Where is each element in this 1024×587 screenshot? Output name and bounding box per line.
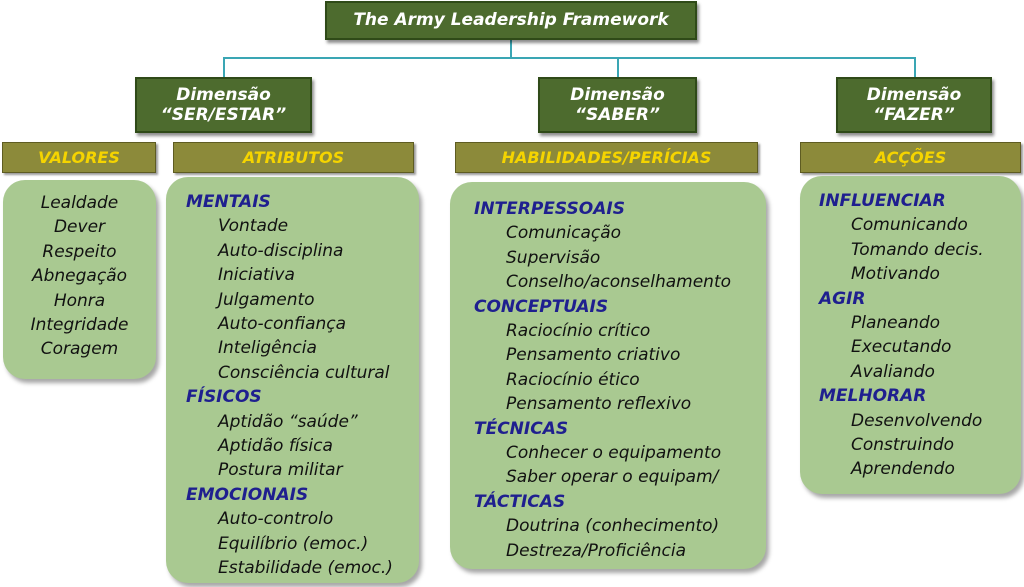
category-heading: EMOCIONAIS: [186, 484, 309, 505]
valor-item: Coragem: [40, 339, 119, 360]
category-item: Destreza/Proficiência: [506, 540, 687, 561]
category-heading: TÁCTICAS: [474, 491, 566, 512]
dimension-label: Dimensão: [866, 84, 962, 105]
category-item: Avaliando: [851, 361, 935, 382]
category-item: Equilíbrio (emoc.): [218, 533, 369, 554]
dimension-label: Dimensão: [176, 84, 271, 105]
category-item: Raciocínio ético: [506, 369, 640, 390]
category-item: Pensamento reflexivo: [506, 394, 692, 415]
category-item: Raciocínio crítico: [506, 321, 651, 342]
dimension-name: “FAZER”: [873, 105, 955, 125]
connector-fazer: [914, 57, 916, 77]
category-item: Comunicando: [851, 215, 968, 236]
category-item: Planeando: [851, 313, 941, 334]
category-item: Supervisão: [506, 247, 601, 268]
valor-item: Dever: [53, 217, 106, 238]
category-item: Vontade: [218, 216, 289, 237]
category-heading: INTERPESSOAIS: [474, 199, 625, 219]
category-item: Inteligência: [218, 338, 317, 359]
header-label: ACÇÕES: [874, 148, 947, 167]
category-item: Aptidão “saúde”: [218, 411, 358, 432]
category-item: Auto-controlo: [218, 509, 334, 530]
category-heading: MELHORAR: [819, 386, 927, 407]
category-item: Auto-confiança: [218, 314, 347, 335]
category-item: Consciência cultural: [218, 362, 390, 383]
category-item: Aprendendo: [851, 459, 955, 480]
category-item: Doutrina (conhecimento): [506, 516, 720, 537]
category-heading: INFLUENCIAR: [819, 191, 946, 211]
category-item: Aptidão física: [218, 436, 333, 457]
category-heading: TÉCNICAS: [474, 418, 569, 439]
category-item: Estabilidade (emoc.): [218, 558, 393, 579]
category-item: Executando: [851, 337, 952, 358]
valor-item: Abnegação: [31, 266, 128, 287]
dimension-name: “SER/ESTAR”: [160, 105, 287, 125]
dimension-name: “SABER”: [575, 105, 660, 125]
category-heading: MENTAIS: [186, 192, 271, 212]
header-valores: VALORES: [2, 142, 156, 173]
dimension-saber: Dimensão “SABER”: [538, 77, 697, 133]
category-item: Conhecer o equipamento: [506, 443, 722, 464]
connector-saber: [617, 57, 619, 77]
category-item: Construindo: [851, 435, 955, 456]
category-item: Tomando decis.: [851, 239, 984, 260]
category-item: Iniciativa: [218, 265, 295, 286]
category-item: Julgamento: [218, 289, 315, 310]
category-heading: AGIR: [819, 288, 866, 309]
dimension-fazer: Dimensão “FAZER”: [836, 77, 992, 133]
framework-title: The Army Leadership Framework: [353, 10, 669, 31]
category-item: Pensamento criativo: [506, 345, 681, 366]
category-heading: FÍSICOS: [186, 387, 262, 408]
header-accoes: ACÇÕES: [800, 142, 1021, 173]
category-item: Saber operar o equipam/: [506, 467, 719, 488]
valor-item: Lealdade: [40, 193, 119, 213]
connector-horizontal: [223, 57, 916, 59]
category-heading: CONCEPTUAIS: [474, 296, 609, 317]
category-item: Comunicação: [506, 223, 622, 244]
category-item: Conselho/aconselhamento: [506, 272, 732, 293]
valor-item: Honra: [53, 290, 106, 311]
framework-title-box: The Army Leadership Framework: [325, 1, 697, 40]
valor-item: Respeito: [42, 241, 117, 262]
connector-vertical-top: [510, 40, 512, 58]
header-label: ATRIBUTOS: [242, 148, 345, 167]
dimension-ser-estar: Dimensão “SER/ESTAR”: [135, 77, 312, 133]
dimension-label: Dimensão: [570, 84, 665, 105]
category-item: Motivando: [851, 264, 940, 285]
header-label: HABILIDADES/PERÍCIAS: [501, 148, 712, 167]
connector-ser: [223, 57, 225, 77]
header-atributos: ATRIBUTOS: [173, 142, 414, 173]
category-item: Desenvolvendo: [851, 410, 983, 431]
header-habilidades: HABILIDADES/PERÍCIAS: [455, 142, 758, 173]
header-label: VALORES: [38, 148, 120, 167]
category-item: Postura militar: [218, 460, 343, 481]
category-item: Auto-disciplina: [218, 240, 344, 261]
valor-item: Integridade: [30, 315, 129, 336]
